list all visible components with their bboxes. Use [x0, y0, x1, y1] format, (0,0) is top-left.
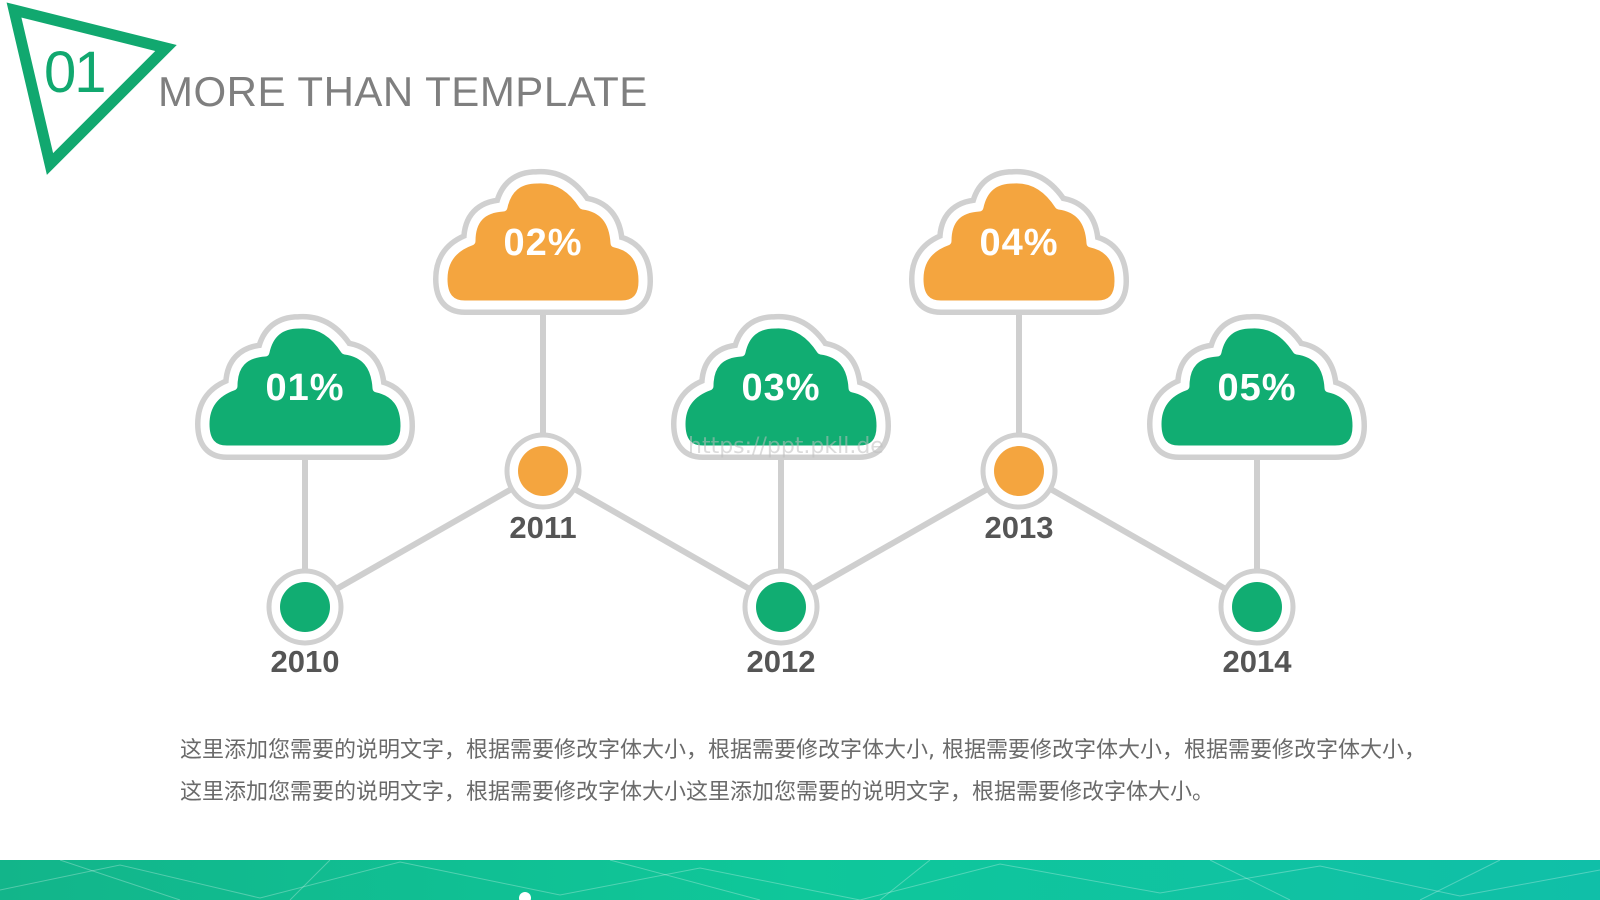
description-text: 这里添加您需要的说明文字，根据需要修改字体大小，根据需要修改字体大小, 根据需要…: [180, 730, 1520, 814]
cloud-shape: 02%: [443, 179, 643, 305]
cloud-percent-label: 02%: [503, 222, 582, 264]
cloud-percent-label: 05%: [1217, 367, 1296, 409]
description-line-2: 这里添加您需要的说明文字，根据需要修改字体大小这里添加您需要的说明文字，根据需要…: [180, 780, 1215, 805]
node-dot: [1232, 582, 1282, 632]
section-number: 01: [44, 40, 106, 105]
cloud-percent-label: 01%: [265, 367, 344, 409]
cloud-percent-label: 04%: [979, 222, 1058, 264]
cloud-shape: 03%: [681, 324, 881, 450]
milestone-2010: 01% 2010: [205, 324, 405, 679]
description-line-1: 这里添加您需要的说明文字，根据需要修改字体大小，根据需要修改字体大小, 根据需要…: [180, 738, 1426, 763]
section-triangle-icon: [6, 2, 177, 175]
node-dot: [518, 446, 568, 496]
node-dot: [280, 582, 330, 632]
watermark-text: https://ppt.pkll.de: [688, 434, 884, 459]
milestone-2012: 03% 2012: [681, 324, 881, 679]
year-label: 2011: [509, 510, 576, 545]
node-dot: [756, 582, 806, 632]
milestone-2011: 02% 2011: [443, 179, 643, 545]
year-label: 2013: [985, 510, 1054, 545]
cloud-shape: 05%: [1157, 324, 1357, 450]
cloud-percent-label: 03%: [741, 367, 820, 409]
year-label: 2014: [1223, 644, 1293, 679]
milestone-2013: 04% 2013: [919, 179, 1119, 545]
footer-band: [0, 860, 1600, 900]
milestone-2014: 05% 2014: [1157, 324, 1357, 679]
page-title: MORE THAN TEMPLATE: [158, 68, 648, 115]
cloud-shape: 04%: [919, 179, 1119, 305]
node-dot: [994, 446, 1044, 496]
timeline-diagram: 01% 2010 02% 2011 03% 2012 04% 2013 05% 2014: [0, 0, 1600, 679]
year-label: 2010: [271, 644, 340, 679]
cloud-shape: 01%: [205, 324, 405, 450]
year-label: 2012: [747, 644, 816, 679]
